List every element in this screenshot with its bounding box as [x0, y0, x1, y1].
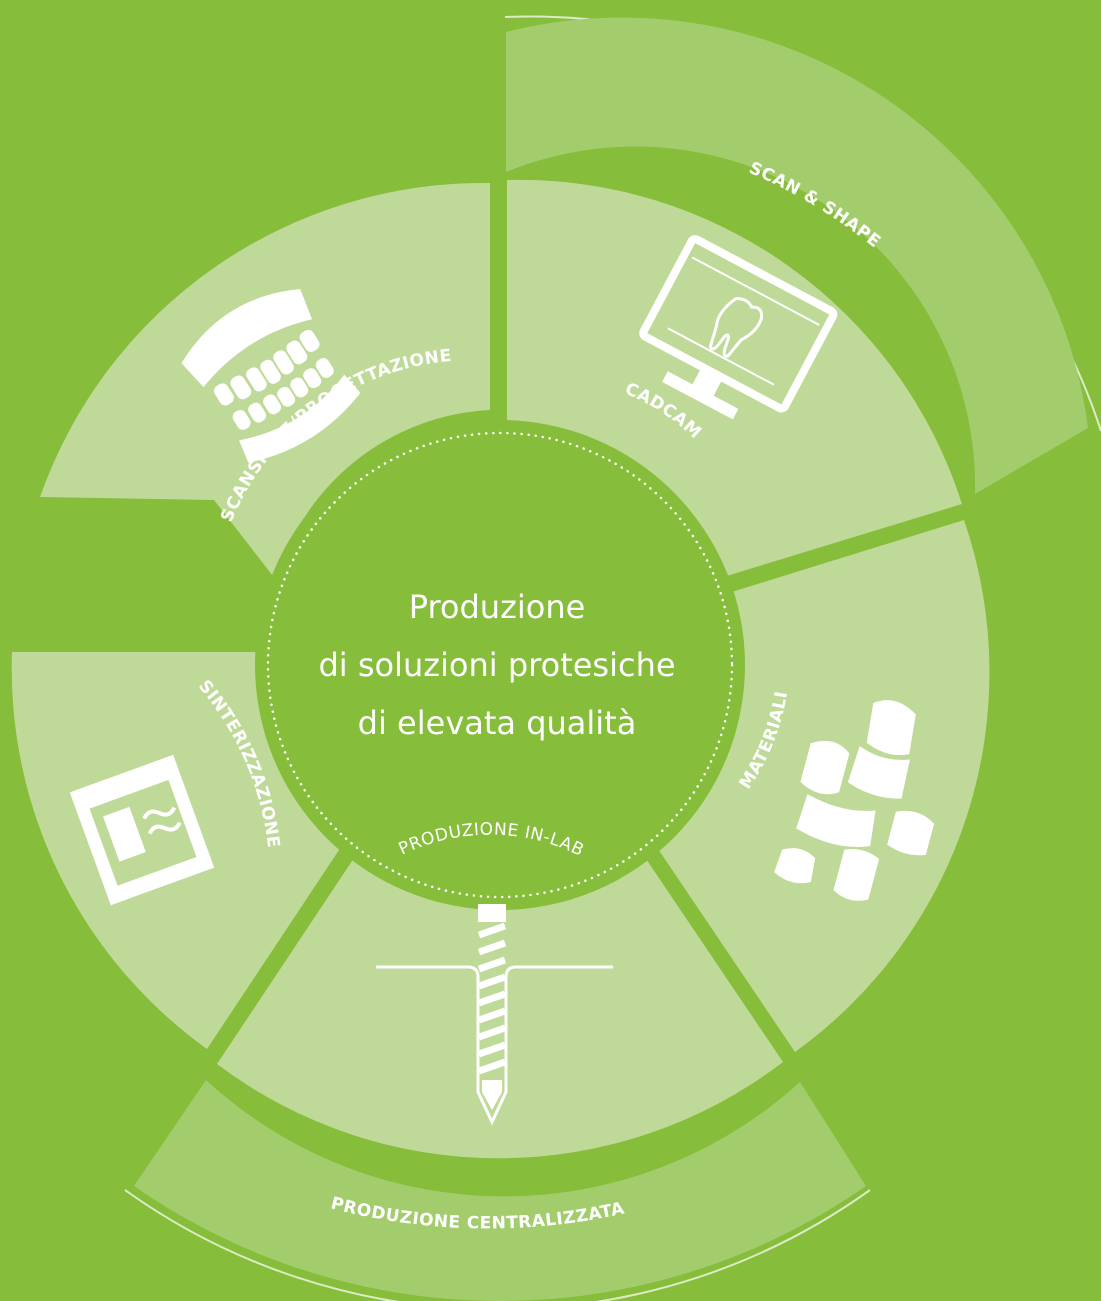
segment-produzione-inlab[interactable] [217, 850, 783, 1159]
center-title-line-1: Produzione [409, 588, 586, 626]
material-blocks-icon [774, 700, 935, 901]
segment-cadcam[interactable] [507, 179, 962, 578]
denture-icon [181, 288, 361, 463]
outer-ring-line-bottom [124, 1189, 871, 1301]
center-circle [255, 420, 745, 910]
center-dotted-ring [266, 431, 734, 899]
center-title-line-2: di soluzioni protesiche [318, 646, 675, 684]
outer-band-scan-shape [506, 17, 1088, 494]
center-title-line-3: di elevata qualità [358, 704, 637, 742]
milling-drill-icon [376, 904, 613, 1126]
outer-band-produzione-centralizzata [134, 1080, 866, 1301]
monitor-tooth-icon [639, 235, 838, 420]
furnace-icon [69, 754, 215, 906]
